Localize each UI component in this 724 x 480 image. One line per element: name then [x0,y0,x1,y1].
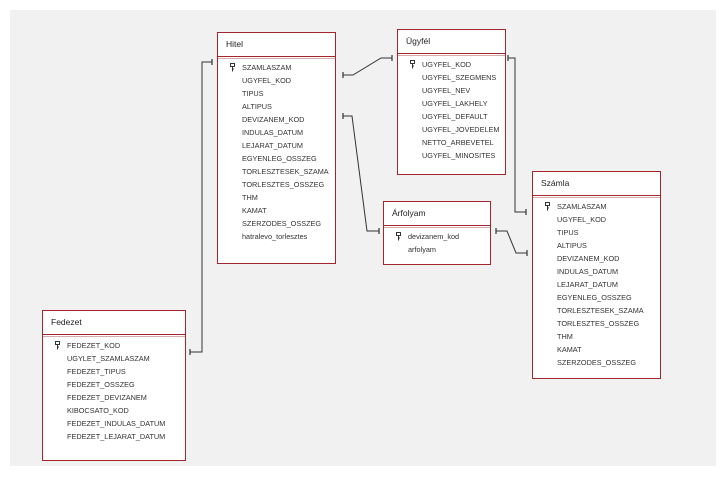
field-list: SZAMLASZAM UGYFEL_KOD TIPUS ALTIPUS DEVI… [218,59,335,243]
field-row[interactable]: DEVIZANEM_KOD [557,254,620,263]
field-row[interactable]: FEDEZET_TIPUS [67,367,126,376]
primary-key-icon [396,232,401,241]
field-list: UGYFEL_KOD UGYFEL_SZEGMENS UGYFEL_NEV UG… [398,56,505,162]
field-row[interactable]: FEDEZET_DEVIZANEM [67,393,147,402]
field-row[interactable]: TIPUS [557,228,579,237]
field-row[interactable]: devizanem_kod [384,230,490,243]
field-row[interactable]: KAMAT [242,206,267,215]
field-row[interactable]: KIBOCSATO_KOD [67,406,129,415]
field-row[interactable]: NETTO_ARBEVETEL [422,138,494,147]
field-row[interactable]: TORLESZTES_OSSZEG [557,319,640,328]
field-row[interactable]: ALTIPUS [242,102,272,111]
field-list: SZAMLASZAM UGYFEL_KOD TIPUS ALTIPUS DEVI… [533,198,660,369]
table-fedezet[interactable]: Fedezet FEDEZET_KOD UGYLET_SZAMLASZAM FE… [42,310,186,461]
field-row[interactable]: UGYFEL_MINOSITES [422,151,496,160]
field-row[interactable]: TORLESZTES_OSSZEG [242,180,325,189]
table-hitel[interactable]: Hitel SZAMLASZAM UGYFEL_KOD TIPUS ALTIPU… [217,32,336,264]
table-title[interactable]: Árfolyam [384,202,490,226]
field-row[interactable]: THM [557,332,573,341]
field-list: devizanem_kod arfolyam [384,228,490,256]
field-row[interactable]: THM [242,193,258,202]
field-row[interactable]: INDULAS_DATUM [242,128,304,137]
field-row[interactable]: SZAMLASZAM [218,61,335,74]
field-row[interactable]: KAMAT [557,345,582,354]
table-szamla[interactable]: Számla SZAMLASZAM UGYFEL_KOD TIPUS ALTIP… [532,171,661,379]
field-row[interactable]: UGYFEL_SZEGMENS [422,73,497,82]
field-row[interactable]: FEDEZET_INDULAS_DATUM [67,419,166,428]
table-title[interactable]: Számla [533,172,660,196]
field-list: FEDEZET_KOD UGYLET_SZAMLASZAM FEDEZET_TI… [43,337,185,443]
primary-key-icon [545,202,550,211]
primary-key-icon [55,341,60,350]
field-row[interactable]: EGYENLEG_OSSZEG [242,154,317,163]
field-row[interactable]: UGYFEL_KOD [242,76,292,85]
field-row[interactable]: FEDEZET_LEJARAT_DATUM [67,432,166,441]
field-row[interactable]: TIPUS [242,89,264,98]
table-title[interactable]: Fedezet [43,311,185,335]
field-row[interactable]: LEJARAT_DATUM [557,280,618,289]
table-title[interactable]: Hitel [218,33,335,57]
field-row[interactable]: SZERZODES_OSSZEG [242,219,322,228]
field-row[interactable]: ALTIPUS [557,241,587,250]
field-row[interactable]: INDULAS_DATUM [557,267,619,276]
primary-key-icon [410,60,415,69]
field-row[interactable]: SZAMLASZAM [533,200,660,213]
field-row[interactable]: UGYLET_SZAMLASZAM [67,354,150,363]
field-row[interactable]: TORLESZTESEK_SZAMA [242,167,329,176]
field-row[interactable]: TORLESZTESEK_SZAMA [557,306,644,315]
field-row[interactable]: SZERZODES_OSSZEG [557,358,637,367]
field-row[interactable]: UGYFEL_DEFAULT [422,112,488,121]
field-row[interactable]: UGYFEL_NEV [422,86,471,95]
table-title[interactable]: Ügyfél [398,30,505,54]
table-ugyfel[interactable]: Ügyfél UGYFEL_KOD UGYFEL_SZEGMENS UGYFEL… [397,29,506,175]
field-row[interactable]: DEVIZANEM_KOD [242,115,305,124]
field-row[interactable]: UGYFEL_LAKHELY [422,99,488,108]
field-row[interactable]: UGYFEL_JOVEDELEM [422,125,500,134]
field-row[interactable]: FEDEZET_KOD [43,339,185,352]
field-row[interactable]: hatralevo_torlesztes [242,232,308,241]
field-row[interactable]: UGYFEL_KOD [398,58,505,71]
field-row[interactable]: FEDEZET_OSSZEG [67,380,135,389]
table-arfolyam[interactable]: Árfolyam devizanem_kod arfolyam [383,201,491,265]
field-row[interactable]: LEJARAT_DATUM [242,141,303,150]
field-row[interactable]: EGYENLEG_OSSZEG [557,293,632,302]
field-row[interactable]: UGYFEL_KOD [557,215,607,224]
field-row[interactable]: arfolyam [408,245,436,254]
primary-key-icon [230,63,235,72]
